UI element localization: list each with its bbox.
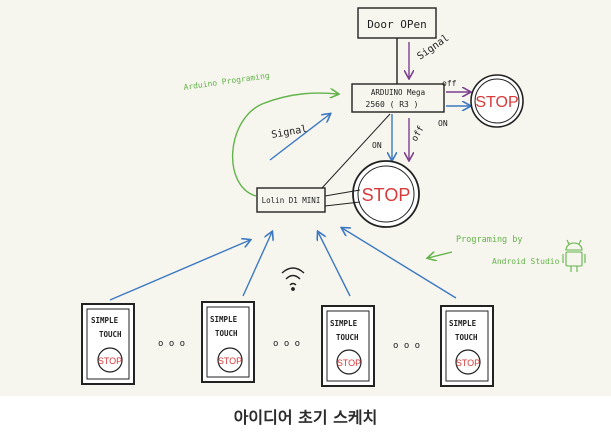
off-label-lower: off bbox=[410, 124, 427, 143]
tablet2-arrow bbox=[242, 232, 272, 297]
door-open-node: Door OPen bbox=[357, 7, 437, 39]
tablet-4: SIMPLE TOUCH STOP bbox=[440, 305, 494, 387]
stop-label-upper: STOP bbox=[475, 94, 518, 111]
android-programing-arrow bbox=[428, 252, 453, 258]
lolin-to-arduino-line bbox=[321, 113, 391, 189]
tablet1-label-line1: SIMPLE bbox=[91, 316, 119, 325]
arduino-programing-arrow bbox=[232, 93, 338, 197]
wifi-icon bbox=[281, 267, 305, 291]
android-studio-label: Android Studio bbox=[492, 257, 560, 266]
arduino-mega-node: ARDUINO Mega 2560 ( R3 ) bbox=[351, 83, 445, 113]
signal-arrow-lolin-to-arduino bbox=[269, 114, 330, 161]
stop-button-upper: STOP bbox=[470, 74, 524, 128]
ellipsis-2: o o o bbox=[273, 339, 300, 349]
tablet1-stop: STOP bbox=[98, 356, 122, 366]
tablet3-arrow bbox=[318, 232, 351, 297]
on-label-lower: ON bbox=[372, 141, 382, 150]
lolin-label: Lolin D1 MINI bbox=[262, 196, 321, 205]
lolin-to-stop-line-a bbox=[324, 189, 361, 197]
arduino-label-line2: 2560 ( R3 ) bbox=[366, 100, 419, 109]
door-open-label: Door OPen bbox=[367, 18, 427, 31]
tablet2-label-line1: SIMPLE bbox=[210, 315, 238, 324]
tablet1-arrow bbox=[109, 240, 250, 301]
tablet4-arrow bbox=[342, 228, 457, 299]
idea-sketch-diagram: Door OPen Signal ARDUINO Mega 2560 ( R3 … bbox=[81, 7, 586, 387]
lolin-to-stop-line-b bbox=[324, 201, 361, 207]
figure-caption: 아이디어 초기 스케치 bbox=[233, 408, 378, 427]
caption-bar: 아이디어 초기 스케치 bbox=[0, 396, 611, 436]
tablet-3: SIMPLE TOUCH STOP bbox=[321, 305, 375, 387]
on-label-upper: ON bbox=[438, 119, 448, 128]
programing-by-label: Programing by bbox=[456, 235, 523, 245]
stop-button-main: STOP bbox=[352, 160, 420, 228]
tablet2-stop: STOP bbox=[218, 356, 242, 366]
off-label-upper: off bbox=[442, 79, 457, 88]
signal-label-left: Signal bbox=[271, 124, 308, 141]
signal-label-top: Signal bbox=[415, 33, 451, 63]
stop-label-main: STOP bbox=[362, 185, 411, 205]
lolin-d1-mini-node: Lolin D1 MINI bbox=[256, 187, 326, 213]
tablet1-label-line2: TOUCH bbox=[99, 330, 122, 339]
arduino-label-line1: ARDUINO Mega bbox=[371, 88, 425, 97]
ellipsis-1: o o o bbox=[158, 339, 185, 349]
tablet4-label-line2: TOUCH bbox=[455, 333, 478, 342]
ellipsis-3: o o o bbox=[393, 341, 420, 351]
tablet3-label-line2: TOUCH bbox=[336, 333, 359, 342]
arduino-programing-label: Arduino Programing bbox=[183, 71, 270, 92]
tablet-1: SIMPLE TOUCH STOP bbox=[81, 303, 135, 385]
tablet4-stop: STOP bbox=[456, 358, 480, 368]
tablet4-label-line1: SIMPLE bbox=[449, 319, 477, 328]
tablet2-label-line2: TOUCH bbox=[215, 329, 238, 338]
android-robot-icon bbox=[562, 239, 586, 272]
tablet3-label-line1: SIMPLE bbox=[330, 319, 358, 328]
tablet3-stop: STOP bbox=[337, 358, 361, 368]
tablet-2: SIMPLE TOUCH STOP bbox=[201, 301, 255, 383]
